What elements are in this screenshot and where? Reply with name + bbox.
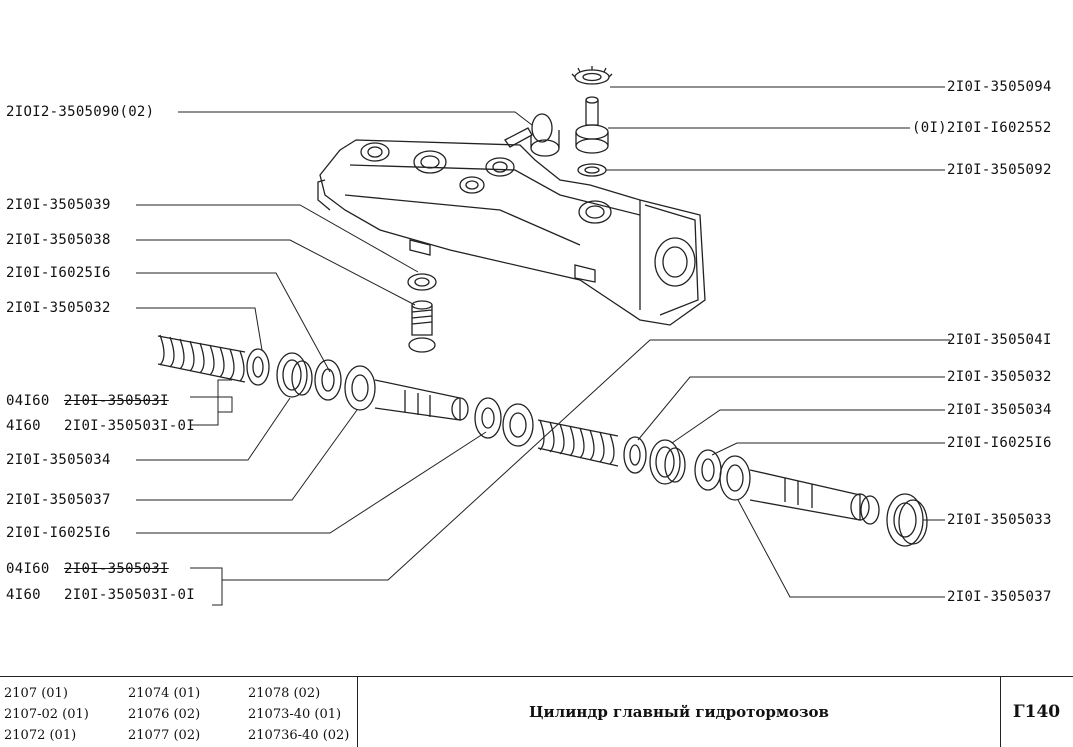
piston-left bbox=[374, 379, 469, 421]
page-code: Г140 bbox=[1012, 702, 1061, 722]
group1-row2-code: 2I0I-350503I-0I bbox=[64, 418, 195, 434]
spring-left bbox=[157, 334, 246, 383]
label-left-1: 2IOI2-3505090(02) bbox=[6, 104, 155, 120]
label-left-7: 2I0I-3505037 bbox=[6, 492, 111, 508]
model-cell: 2107 (01) bbox=[4, 686, 68, 701]
cylinder-body bbox=[317, 139, 706, 326]
ring-u2 bbox=[314, 359, 342, 401]
spring-middle bbox=[537, 419, 619, 467]
model-cell: 21076 (02) bbox=[128, 707, 201, 722]
ring-m2 bbox=[502, 403, 534, 447]
label-right-3: 2I0I-3505092 bbox=[947, 162, 1052, 178]
label-left-2: 2I0I-3505039 bbox=[6, 197, 111, 213]
label-right-1: 2I0I-3505094 bbox=[947, 79, 1052, 95]
label-left-6: 2I0I-3505034 bbox=[6, 452, 111, 468]
label-right-9: 2I0I-3505037 bbox=[947, 589, 1052, 605]
group2-row2-prefix: 4I60 bbox=[6, 587, 41, 603]
label-right-6: 2I0I-3505034 bbox=[947, 402, 1052, 418]
cup-seal-u1 bbox=[276, 352, 308, 398]
stop-bolt bbox=[408, 300, 436, 353]
model-cell: 2107-02 (01) bbox=[4, 707, 89, 722]
angled-hose-fitting bbox=[504, 113, 560, 157]
ring-m1 bbox=[474, 397, 502, 439]
model-cell: 21074 (01) bbox=[128, 686, 201, 701]
model-cell: 21077 (02) bbox=[128, 728, 201, 743]
ring-u3 bbox=[344, 365, 376, 411]
ring-l2 bbox=[694, 449, 722, 491]
group1-row2-prefix: 4I60 bbox=[6, 418, 41, 434]
label-right-8: 2I0I-3505033 bbox=[947, 512, 1052, 528]
model-cell: 21078 (02) bbox=[248, 686, 321, 701]
ring-l3 bbox=[719, 455, 751, 501]
seal-ring-u1 bbox=[246, 348, 270, 386]
label-right-4: 2I0I-350504I bbox=[947, 332, 1052, 348]
cup-seal-l1 bbox=[649, 439, 681, 485]
group2-row2-code: 2I0I-350503I-0I bbox=[64, 587, 195, 603]
label-left-5: 2I0I-3505032 bbox=[6, 300, 111, 316]
model-cell: 21073-40 (01) bbox=[248, 707, 342, 722]
boot-cap bbox=[886, 493, 928, 547]
piston-right bbox=[749, 469, 880, 525]
seal-ring-l1 bbox=[623, 436, 647, 474]
label-right-5: 2I0I-3505032 bbox=[947, 369, 1052, 385]
label-right-2: (0I)2I0I-I602552 bbox=[912, 120, 1052, 136]
sealing-washer bbox=[407, 273, 437, 291]
lock-washer bbox=[571, 66, 613, 85]
label-left-4: 2I0I-I6025I6 bbox=[6, 265, 111, 281]
group1-row1-code: 2I0I-350503I bbox=[64, 393, 169, 409]
group1-row1-prefix: 04I60 bbox=[6, 393, 50, 409]
label-left-3: 2I0I-3505038 bbox=[6, 232, 111, 248]
footer-table: 2107 (01) 21074 (01) 21078 (02) 2107-02 … bbox=[0, 676, 1073, 747]
hose-nipple bbox=[575, 96, 609, 154]
page-title: Цилиндр главный гидротормозов bbox=[357, 677, 1001, 747]
leader-lines bbox=[136, 86, 950, 606]
group2-row1-code: 2I0I-350503I bbox=[64, 561, 169, 577]
model-cell: 21072 (01) bbox=[4, 728, 77, 743]
model-cell: 210736-40 (02) bbox=[248, 728, 350, 743]
label-left-8: 2I0I-I6025I6 bbox=[6, 525, 111, 541]
label-right-7: 2I0I-I6025I6 bbox=[947, 435, 1052, 451]
exploded-parts-diagram bbox=[136, 66, 950, 606]
seal-ring-top bbox=[577, 163, 607, 177]
group2-row1-prefix: 04I60 bbox=[6, 561, 50, 577]
